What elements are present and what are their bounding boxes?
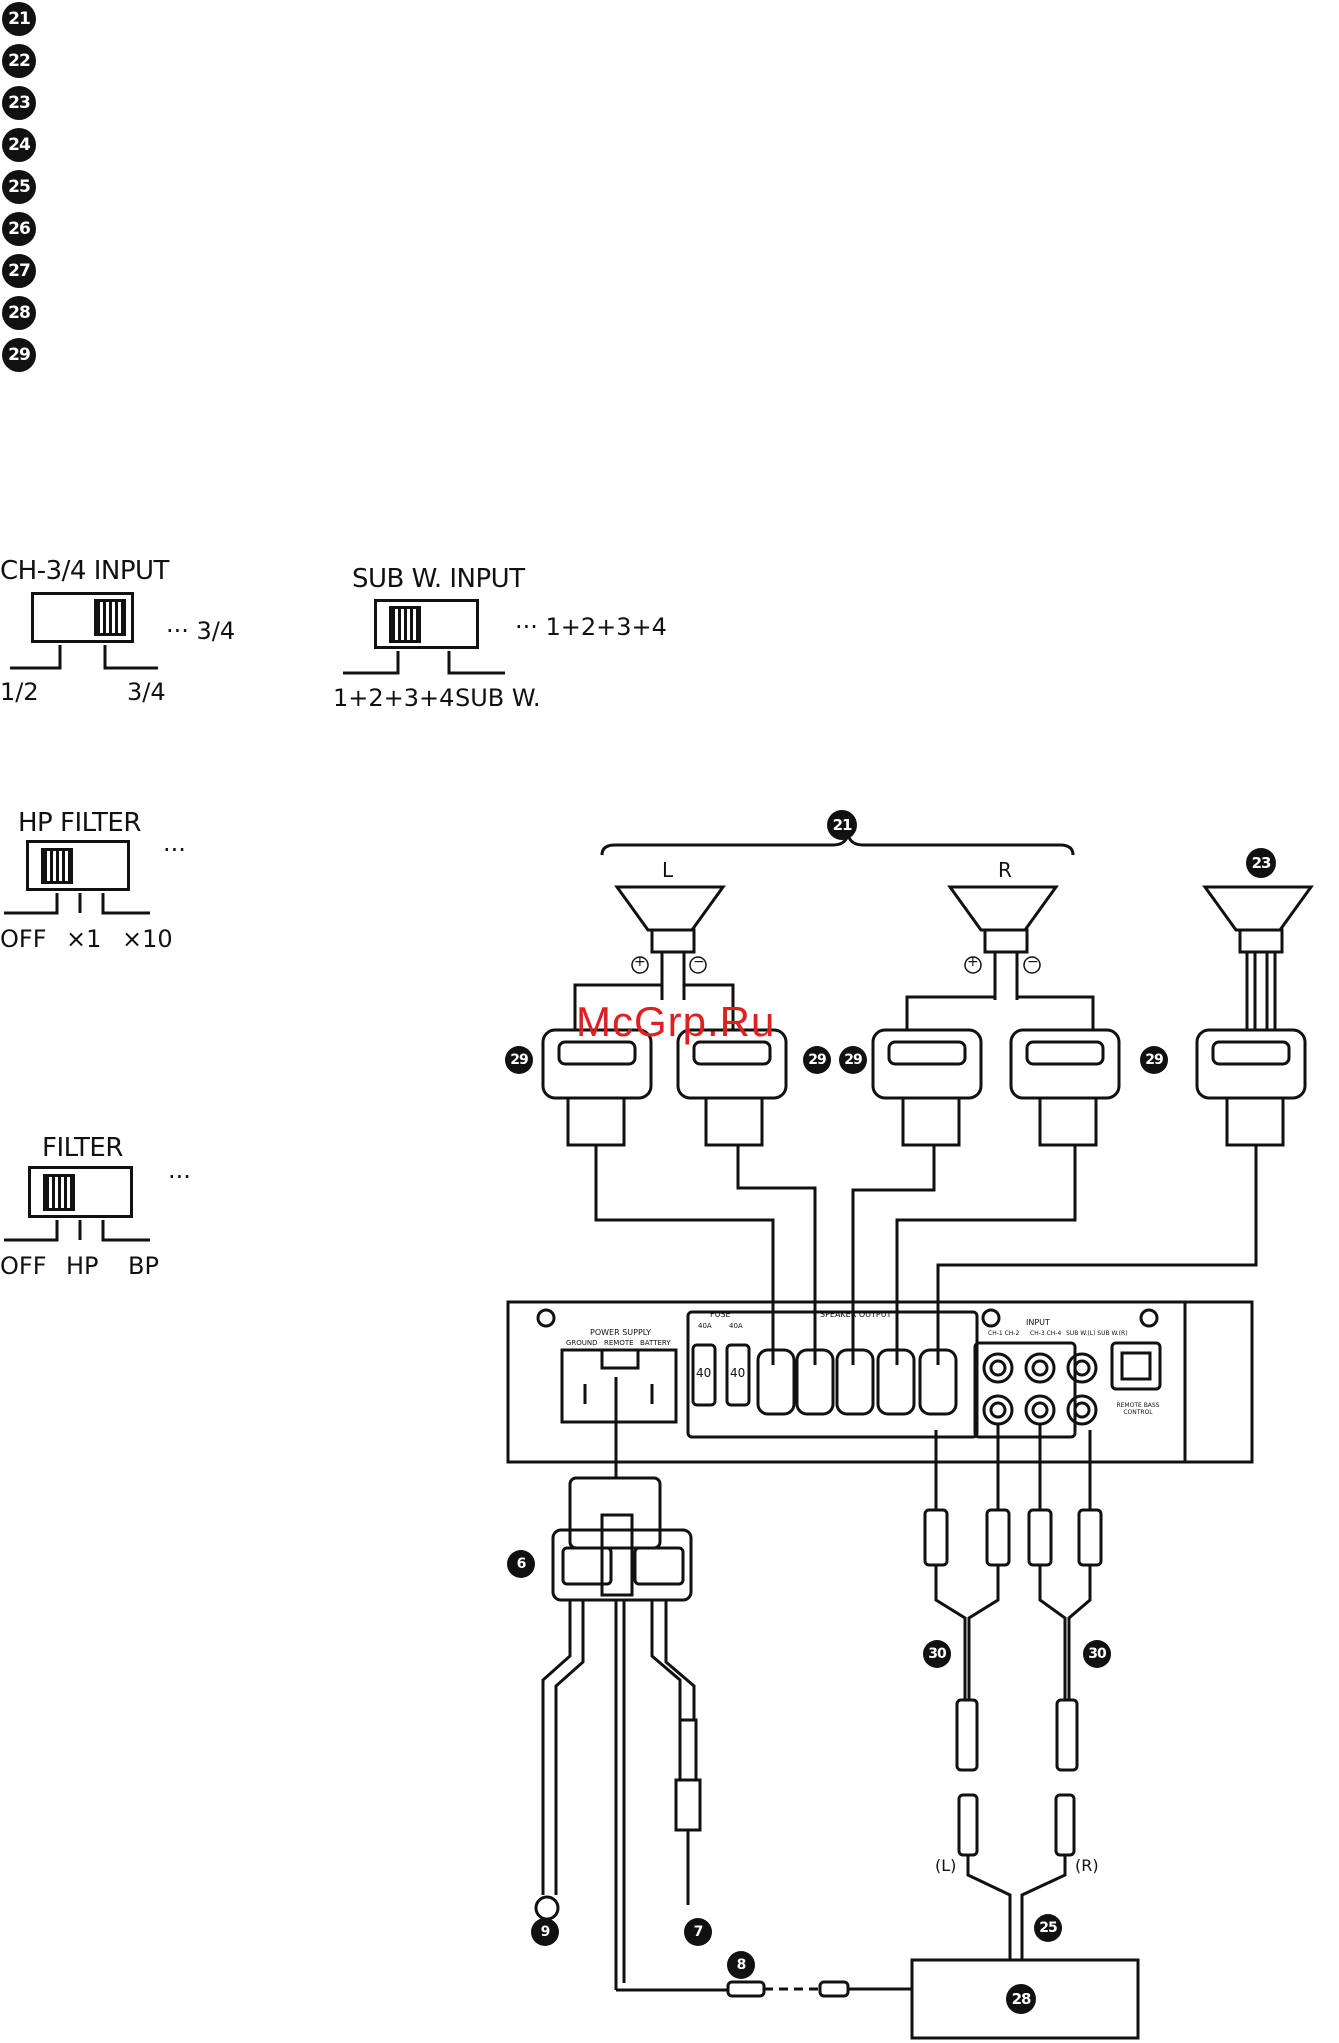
hp-right-label: ×10 [122,925,173,953]
list-num-28: 28 [2,296,36,330]
amp-subw-label: SUB W.(L) SUB W.(R) [1066,1330,1128,1337]
left-minus-mark: − [693,954,705,970]
list-num-27: 27 [2,254,36,288]
callout-sub-speaker: 23 [1246,848,1276,878]
amp-remote-bass-label: REMOTE BASS CONTROL [1116,1402,1160,1416]
subw-left-label: 1+2+3+4 [333,684,455,712]
list-num-25: 25 [2,170,36,204]
list-num-26: 26 [2,212,36,246]
amp-remote-label: REMOTE [604,1339,634,1347]
filter-right-label: BP [128,1252,159,1280]
hp-left-label: OFF [0,925,47,953]
amp-ch34-label: CH-3 CH-4 [1030,1330,1062,1337]
amp-fuse-b-label: 40A [729,1322,743,1330]
ch34-switch-knob [94,599,126,636]
hp-dots: ··· [163,836,186,864]
amp-ch12-label: CH-1 CH-2 [988,1330,1020,1337]
ch34-switch-body [31,592,134,643]
speaker-right-shape [947,885,1059,1000]
filter-dots: ··· [168,1163,191,1191]
amplifier-body [506,1300,1254,1464]
callout-y-cable: 25 [1034,1914,1062,1942]
list-num-23: 23 [2,86,36,120]
watermark: McGrp.Ru [576,998,776,1045]
amp-ground-label: GROUND [566,1339,598,1347]
filter-switch-knob [43,1174,75,1211]
filter-switch-body [28,1166,133,1218]
adapters [541,1028,1307,1147]
subw-switch-knob [389,606,421,643]
right-minus-mark: − [1027,954,1039,970]
rca-cables [923,1424,1103,1960]
speaker-right-label: R [998,858,1012,882]
subw-right-label: SUB W. [455,684,541,712]
hp-switch-body [26,840,130,891]
callout-adapter-1: 29 [505,1046,533,1074]
hp-switch-knob [41,848,73,884]
subw-dots: ··· 1+2+3+4 [515,613,667,641]
speaker-sub-shape [1202,885,1314,1030]
ch34-title: CH-3/4 INPUT [0,556,169,586]
callout-head-unit: 28 [1006,1984,1036,2014]
callout-battery: 7 [684,1918,712,1946]
callout-adapter-2: 29 [803,1046,831,1074]
callout-front-speakers: 21 [827,810,857,840]
rca-right-label: (R) [1075,1856,1099,1875]
filter-title: FILTER [42,1133,123,1163]
callout-rca-right: 30 [1083,1640,1111,1668]
callout-adapter-3: 29 [839,1046,867,1074]
speaker-left-shape [614,885,726,1000]
list-num-21: 21 [2,2,36,36]
amp-power-supply-label: POWER SUPPLY [590,1328,652,1337]
rca-left-label: (L) [935,1856,957,1875]
amp-fuse-label: FUSE [710,1310,731,1319]
ch34-left-label: 1/2 [0,678,39,706]
amp-fuse-value-1: 40 [696,1366,712,1380]
callout-adapter-4: 29 [1140,1046,1168,1074]
list-num-29: 29 [2,338,36,372]
filter-mid-label: HP [66,1252,99,1280]
callout-rca-left: 30 [923,1640,951,1668]
callout-ground: 9 [531,1918,559,1946]
amp-input-label: INPUT [1026,1318,1050,1327]
filter-left-label: OFF [0,1252,47,1280]
amp-battery-label: BATTERY [640,1339,671,1347]
callout-remote: 8 [727,1951,755,1979]
amp-fuse-a-label: 40A [698,1322,712,1330]
subw-switch-body [374,599,479,649]
ch34-dots: ··· 3/4 [166,617,236,645]
amp-fuse-value-2: 40 [730,1366,746,1380]
hp-mid-label: ×1 [66,925,102,953]
subw-title: SUB W. INPUT [352,564,525,594]
amp-speaker-output-label: SPEAKER OUTPUT [820,1310,892,1319]
left-plus-mark: + [634,954,646,970]
list-num-22: 22 [2,44,36,78]
speaker-left-label: L [662,858,674,882]
power-harness [534,1476,912,1998]
right-plus-mark: + [967,954,979,970]
list-num-24: 24 [2,128,36,162]
hp-title: HP FILTER [18,808,141,838]
ch34-right-label: 3/4 [127,678,166,706]
callout-power-harness: 6 [507,1550,535,1578]
